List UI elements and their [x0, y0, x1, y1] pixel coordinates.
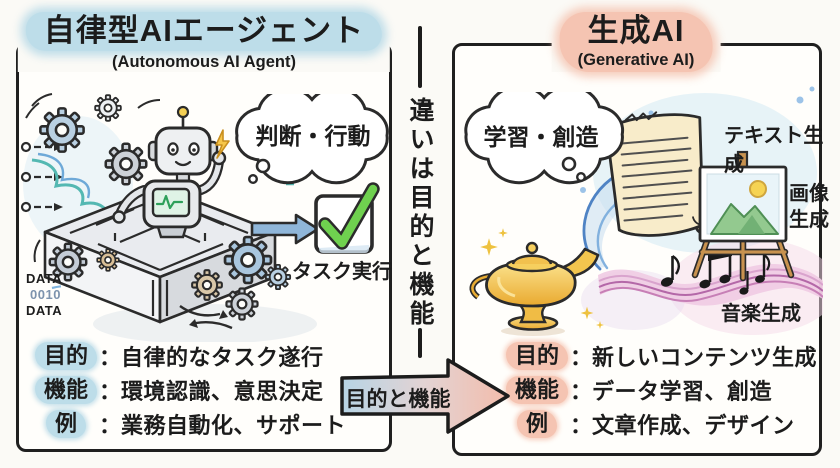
check-icon: [318, 182, 380, 250]
detail-text: 自律的なタスク遂行: [121, 344, 324, 370]
detail-text: 新しいコンテンツ生成: [592, 344, 818, 370]
detail-text: 環境認識、意思決定: [121, 378, 324, 404]
left-title-block: 自律型AIエージェント (Autonomous AI Agent): [17, 12, 391, 72]
detail-row: 例 ： 文章作成、デザイン: [505, 408, 817, 439]
right-subtitle: (Generative AI): [577, 51, 695, 69]
gears-icon: [25, 93, 292, 330]
data-label: DATA: [26, 271, 63, 286]
colon: ：: [570, 378, 593, 404]
colon: ：: [570, 412, 593, 438]
image-generation-label: 画像生成: [789, 183, 829, 231]
music-notes-icon: [660, 250, 771, 295]
colon: ：: [99, 344, 122, 370]
genie-lamp-icon: [469, 241, 600, 336]
bubble-icon: [248, 173, 259, 184]
detail-label-chip: 機能: [505, 375, 568, 404]
colon: ：: [570, 344, 593, 370]
robot-icon: [112, 105, 230, 239]
task-arrow-icon: [250, 213, 320, 245]
task-execution-label: タスク実行: [292, 261, 392, 283]
detail-label-chip: 機能: [34, 375, 97, 404]
right-title-block: 生成AI (Generative AI): [551, 12, 721, 72]
detail-label-chip: 例: [45, 409, 86, 438]
checkbox-icon: [314, 182, 380, 254]
bubble-icon: [561, 156, 577, 172]
painting-icon: [698, 165, 788, 243]
right-details-list: 目的 ： 新しいコンテンツ生成 機能 ： データ学習、創造 例 ： 文章作成、デ…: [505, 340, 817, 439]
colon: ：: [99, 378, 122, 404]
thought-label-right: 学習・創造: [483, 124, 599, 150]
binary-label: 0010: [30, 287, 61, 302]
thought-label-left: 判断・行動: [255, 123, 371, 149]
data-label: DATA: [26, 303, 63, 318]
left-details-list: 目的 ： 自律的なタスク遂行 機能 ： 環境認識、意思決定 例 ： 業務自動化、…: [34, 340, 346, 439]
detail-label-chip: 目的: [505, 341, 568, 370]
colon: ：: [99, 412, 122, 438]
thought-cloud-right-icon: [459, 92, 631, 196]
autonomous-agent-illustration: [20, 93, 380, 342]
purpose-function-arrow-icon: [340, 358, 510, 434]
detail-row: 目的 ： 新しいコンテンツ生成: [505, 340, 817, 371]
detail-text: 文章作成、デザイン: [592, 412, 795, 438]
detail-row: 機能 ： 環境認識、意思決定: [34, 374, 346, 405]
left-title: 自律型AIエージェント: [43, 13, 365, 48]
easel-icon: [691, 150, 795, 282]
detail-label-chip: 例: [516, 409, 557, 438]
detail-row: 目的 ： 自律的なタスク遂行: [34, 340, 346, 371]
left-title-highlight: 自律型AIエージェント: [25, 12, 383, 51]
right-title: 生成AI: [587, 13, 685, 48]
detail-label-chip: 目的: [34, 341, 97, 370]
detail-text: データ学習、創造: [592, 378, 773, 404]
divider-vertical-text: 違いは目的と機能: [406, 97, 434, 329]
bubble-icon: [575, 171, 586, 182]
bubble-icon: [255, 158, 271, 174]
generative-ai-illustration: [469, 86, 823, 336]
text-generation-label: テキスト生成: [724, 125, 824, 176]
right-title-highlight: 生成AI (Generative AI): [559, 12, 713, 72]
music-wave-icon: [598, 264, 823, 306]
purpose-function-arrow-label: 目的と機能: [345, 388, 451, 411]
divider-dash-top: [418, 26, 422, 88]
thought-cloud-left-icon: [230, 94, 395, 196]
music-generation-label: 音楽生成: [721, 303, 801, 325]
detail-text: 業務自動化、サポート: [121, 412, 347, 438]
detail-row: 例 ： 業務自動化、サポート: [34, 408, 346, 439]
left-subtitle: (Autonomous AI Agent): [112, 53, 296, 71]
divider-dash-bottom: [418, 328, 422, 358]
data-stream-labels: DATA 0010 DATA: [26, 271, 62, 319]
detail-row: 機能 ： データ学習、創造: [505, 374, 817, 405]
